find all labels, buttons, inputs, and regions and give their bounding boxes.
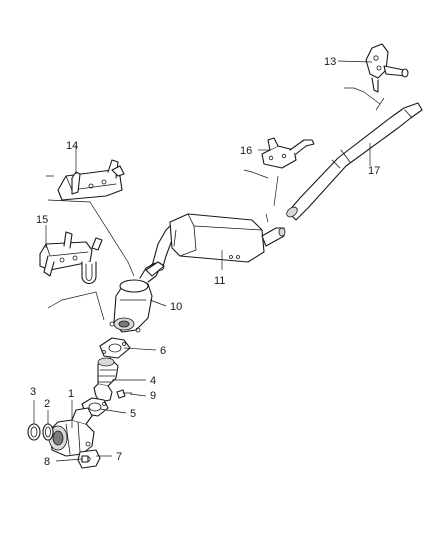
callout-3: 3 (30, 386, 36, 398)
clamp-ring-part-2 (42, 423, 54, 441)
callout-10: 10 (170, 301, 182, 313)
callout-11: 11 (214, 275, 225, 287)
bracket-part-16 (243, 137, 315, 223)
callout-13: 13 (324, 56, 336, 68)
leader-8 (55, 458, 83, 462)
muffler-part-11 (149, 213, 286, 272)
callout-7: 7 (116, 451, 122, 463)
seal-ring-part-3 (27, 423, 41, 441)
leader-6 (123, 347, 157, 351)
tailpipe-part-17 (286, 102, 423, 221)
callout-1: 1 (68, 388, 74, 400)
outlet-pipe-part-1 (48, 407, 95, 457)
callout-17: 17 (368, 165, 380, 177)
gasket-part-6 (99, 337, 131, 359)
hanger-bracket-part-13 (344, 43, 409, 111)
callout-16: 16 (240, 145, 252, 157)
callout-labels: 14 15 13 16 17 11 10 6 4 9 5 1 2 3 7 8 (30, 56, 380, 468)
leader-lines (33, 60, 373, 462)
callout-14: 14 (66, 140, 78, 152)
hanger-bracket-part-15 (39, 231, 105, 321)
bolt-part-9 (116, 389, 133, 399)
flex-pipe-part-4 (93, 357, 119, 403)
callout-8: 8 (44, 456, 50, 468)
nut-part-8 (81, 455, 89, 463)
callout-5: 5 (130, 408, 136, 420)
callout-9: 9 (150, 390, 156, 402)
leader-13 (337, 60, 373, 63)
bracket-part-14 (46, 159, 135, 277)
converter-part-10 (109, 261, 165, 333)
leader-10 (149, 299, 167, 307)
callout-6: 6 (160, 345, 166, 357)
callout-4: 4 (150, 375, 156, 387)
callout-15: 15 (36, 214, 48, 226)
leader-9 (129, 393, 147, 397)
leader-5 (99, 408, 127, 414)
callout-2: 2 (44, 398, 50, 410)
